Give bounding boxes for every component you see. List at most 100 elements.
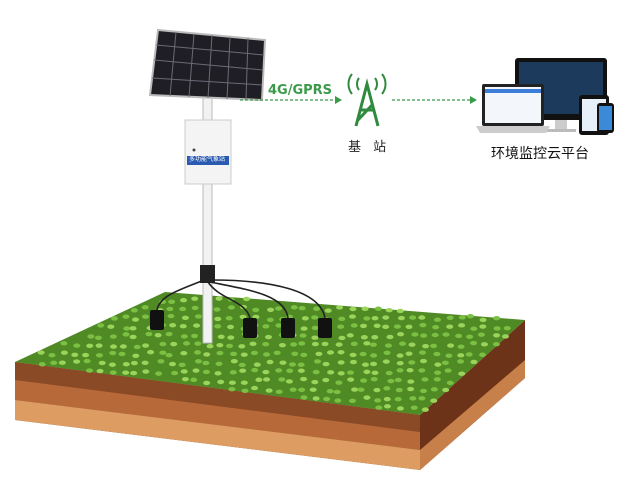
plant-leaf (447, 343, 455, 348)
plant-leaf (457, 344, 465, 349)
plant-leaf (38, 362, 46, 367)
plant-leaf (122, 332, 130, 337)
plant-leaf (434, 370, 442, 375)
plant-leaf (267, 307, 275, 313)
plant-leaf (441, 360, 449, 366)
plant-leaf (382, 315, 390, 320)
plant-leaf (192, 368, 200, 373)
plant-leaf (493, 326, 501, 331)
plant-leaf (444, 368, 452, 373)
plant-leaf (299, 333, 307, 338)
plant-leaf (73, 343, 81, 348)
plant-leaf (349, 314, 357, 319)
plant-leaf (387, 378, 395, 384)
plant-leaf (108, 362, 116, 367)
plant-leaf (300, 395, 308, 400)
plant-leaf (230, 351, 238, 357)
plant-leaf (110, 344, 118, 349)
plant-leaf (503, 325, 511, 331)
plant-leaf (251, 385, 259, 391)
plant-leaf (458, 371, 466, 376)
plant-leaf (48, 352, 56, 358)
plant-leaf (363, 369, 371, 375)
plant-leaf (409, 315, 417, 320)
plant-leaf (165, 352, 173, 358)
plant-leaf (194, 341, 202, 346)
plant-leaf (457, 353, 465, 358)
plant-leaf (455, 333, 463, 339)
plant-leaf (470, 359, 478, 365)
plant-leaf (311, 335, 319, 340)
plant-leaf (214, 371, 222, 376)
plant-leaf (383, 350, 391, 355)
plant-leaf (263, 352, 271, 357)
plant-leaf (434, 362, 442, 367)
plant-leaf (300, 326, 308, 331)
plant-leaf (206, 344, 214, 349)
plant-leaf (479, 352, 487, 357)
plant-leaf (371, 370, 379, 376)
plant-leaf (406, 368, 414, 373)
plant-leaf (266, 359, 274, 365)
plant-leaf (298, 341, 306, 346)
plant-leaf (181, 315, 189, 321)
plant-leaf (155, 371, 163, 376)
plant-leaf (409, 396, 417, 401)
plant-leaf (119, 344, 127, 349)
plant-leaf (312, 396, 320, 401)
plant-leaf (396, 360, 404, 366)
plant-leaf (178, 362, 186, 368)
plant-leaf (446, 380, 454, 386)
plant-leaf (298, 306, 306, 311)
plant-leaf (290, 342, 298, 347)
plant-leaf (470, 326, 478, 331)
plant-leaf (262, 324, 270, 329)
plant-leaf (382, 324, 390, 330)
plant-leaf (60, 350, 68, 355)
plant-leaf (396, 308, 404, 314)
plant-leaf (430, 398, 438, 403)
plant-leaf (122, 362, 130, 367)
plant-leaf (145, 331, 153, 337)
plant-leaf (109, 370, 117, 375)
plant-leaf (309, 387, 317, 392)
plant-leaf (393, 324, 401, 329)
plant-leaf (122, 370, 130, 375)
plant-leaf (252, 307, 260, 313)
cable-junction (200, 265, 215, 283)
plant-leaf (405, 324, 413, 330)
plant-leaf (315, 351, 323, 357)
plant-leaf (275, 389, 283, 395)
plant-leaf (430, 343, 438, 349)
plant-leaf (275, 306, 283, 311)
plant-leaf (122, 314, 130, 319)
plant-leaf (133, 344, 141, 350)
plant-leaf (265, 388, 273, 393)
plant-leaf (286, 368, 294, 373)
plant-leaf (290, 305, 298, 310)
plant-leaf (191, 296, 199, 301)
soil-slab (15, 292, 525, 470)
plant-leaf (370, 376, 378, 382)
plant-leaf (110, 316, 118, 321)
plant-leaf (132, 317, 140, 322)
plant-leaf (337, 360, 345, 365)
plant-leaf (347, 377, 355, 382)
plant-leaf (397, 331, 405, 337)
plant-leaf (311, 341, 319, 347)
plant-leaf (130, 370, 138, 376)
link-label: 4G/GPRS (268, 83, 333, 98)
plant-leaf (129, 334, 137, 340)
plant-leaf (230, 358, 238, 364)
plant-leaf (432, 324, 440, 330)
plant-leaf (357, 387, 365, 392)
plant-leaf (226, 343, 234, 349)
plant-leaf (123, 326, 131, 331)
plant-leaf (194, 350, 202, 355)
plant-leaf (60, 341, 68, 346)
plant-leaf (346, 370, 354, 375)
plant-leaf (216, 350, 224, 356)
plant-leaf (370, 353, 378, 358)
plant-leaf (312, 369, 320, 375)
